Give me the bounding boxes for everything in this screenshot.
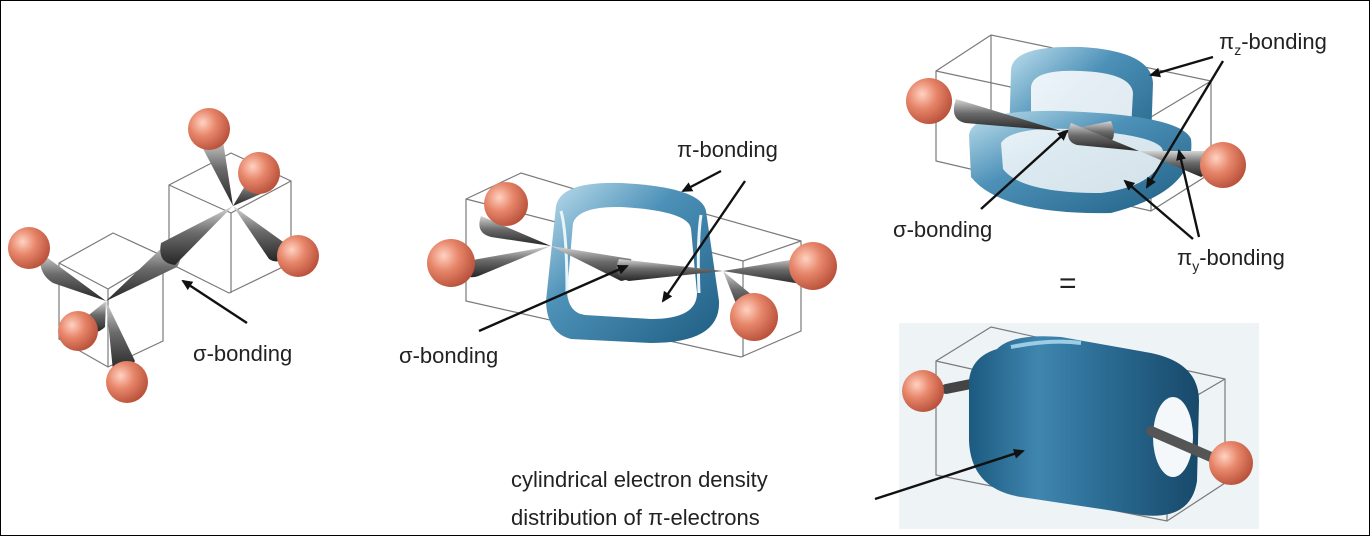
orbital-lobe xyxy=(106,301,135,372)
sigma-bonding-label: σ-bonding xyxy=(399,343,498,368)
sp3-sigma-diagram: σ-bonding xyxy=(8,108,319,403)
hydrogen-atom xyxy=(188,108,230,150)
cylinder-arrow xyxy=(874,449,1025,501)
hydrogen-atom xyxy=(1209,441,1253,485)
hydrogen-atom xyxy=(484,182,528,226)
orbital-lobe xyxy=(456,246,551,278)
hydrogen-atom xyxy=(8,227,50,269)
hydrogen-atom xyxy=(906,78,952,124)
sigma-arrow xyxy=(181,279,248,325)
hydrogen-atom xyxy=(58,311,98,351)
hydrogen-atom xyxy=(238,152,280,194)
sigma-cc-lobe xyxy=(616,259,723,281)
orbital-lobe xyxy=(1139,151,1211,177)
sp-pi-diagram: πz-bonding σ-bonding πy-bonding = xyxy=(893,29,1327,300)
pi-arrow xyxy=(661,180,746,303)
hydrogen-atom xyxy=(277,235,319,277)
sigma-bonding-label: σ-bonding xyxy=(893,217,992,242)
pi-y-bonding-label: πy-bonding xyxy=(1177,245,1285,274)
pi-arrow xyxy=(681,169,722,193)
hydrogen-atom xyxy=(427,239,475,287)
equals-sign: = xyxy=(1059,267,1077,300)
pi-y-arrow xyxy=(1123,179,1194,240)
orbital-lobe xyxy=(233,206,293,262)
hydrogen-atom xyxy=(789,242,837,290)
pi-y-arrow xyxy=(1176,149,1201,238)
cylinder-diagram: cylindrical electron density distributio… xyxy=(511,323,1259,530)
pi-z-arrow xyxy=(1149,55,1214,78)
pi-bonding-label: π-bonding xyxy=(677,137,778,162)
hydrogen-atom xyxy=(902,370,944,412)
pi-electron-cylinder xyxy=(969,336,1199,516)
orbital-lobe xyxy=(953,99,1061,131)
hydrogen-atom xyxy=(730,293,778,341)
orbital-lobe xyxy=(199,137,233,206)
hydrogen-atom xyxy=(1200,142,1246,188)
pi-z-arrow xyxy=(1145,60,1225,189)
cylinder-caption-line2: distribution of π-electrons xyxy=(511,505,760,530)
sigma-bonding-label: σ-bonding xyxy=(193,341,292,366)
sp2-pi-diagram: π-bonding σ-bonding xyxy=(399,137,837,368)
orbital-lobe xyxy=(40,253,107,301)
sigma-cc-lobe xyxy=(1068,123,1139,151)
orbital-lobe xyxy=(1146,426,1216,462)
cylinder-caption-line1: cylindrical electron density xyxy=(511,467,768,492)
pi-z-bonding-label: πz-bonding xyxy=(1219,29,1327,58)
sigma-arrow xyxy=(980,129,1069,210)
hydrogen-atom xyxy=(106,361,148,403)
sigma-cc-lobe xyxy=(160,206,233,265)
sigma-arrow xyxy=(478,264,629,333)
